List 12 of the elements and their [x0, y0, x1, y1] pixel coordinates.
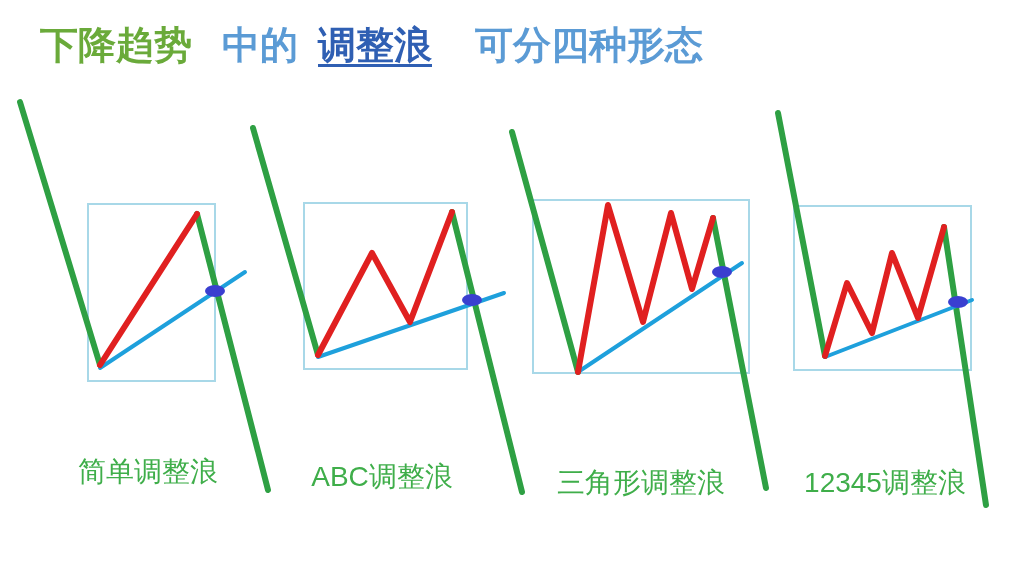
node-label: 三角形调整浪 — [557, 466, 725, 500]
heading-text: 下降趋势 — [40, 23, 192, 68]
frame-box — [793, 205, 972, 371]
heading-text: 中的 — [222, 23, 298, 68]
heading-text: 调整浪 — [318, 23, 432, 68]
frame-box — [87, 203, 216, 382]
frame-box — [532, 199, 750, 374]
node-label: ABC调整浪 — [311, 460, 453, 494]
heading-text: 可分四种形态 — [475, 23, 703, 68]
frame-box — [303, 202, 468, 370]
node-label: 简单调整浪 — [78, 455, 218, 489]
node-label: 12345调整浪 — [804, 466, 966, 500]
